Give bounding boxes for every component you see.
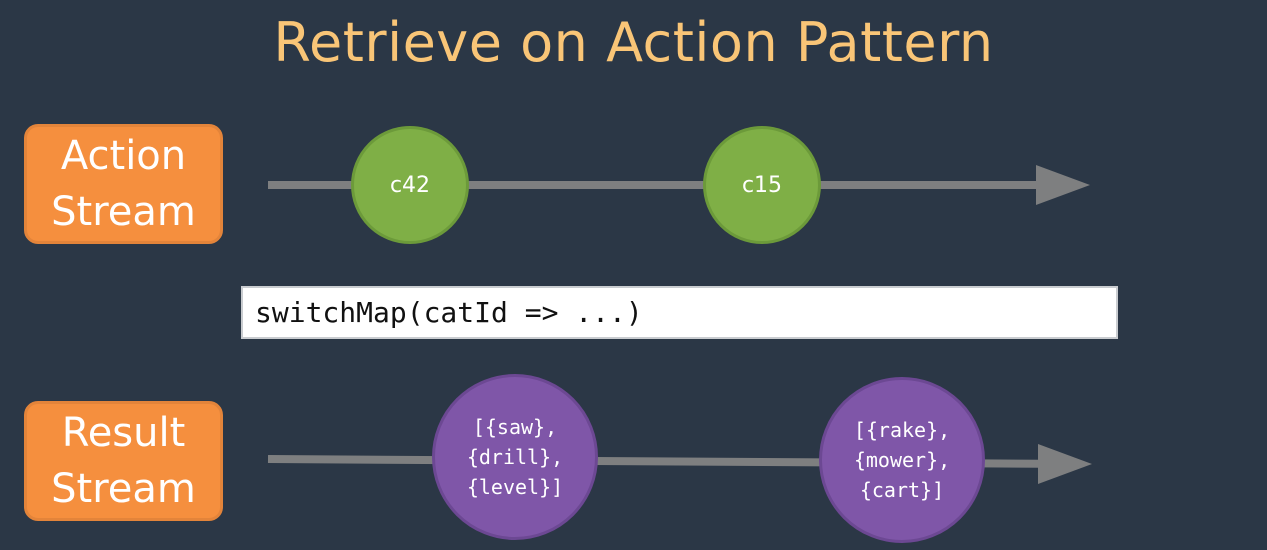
result-marble-line: {cart}] xyxy=(859,478,945,502)
result-marble-line: {drill}, xyxy=(466,445,564,469)
action-stream-label-line2: Stream xyxy=(51,189,196,235)
action-stream-label: Action Stream xyxy=(24,124,223,244)
result-marble-line: {level}] xyxy=(466,475,564,499)
action-marble-c15: c15 xyxy=(703,126,821,244)
action-marble-label: c15 xyxy=(741,172,783,198)
action-stream-label-line1: Action xyxy=(60,133,187,179)
action-marble-c42: c42 xyxy=(351,126,469,244)
result-stream-label-line2: Stream xyxy=(51,466,196,512)
result-marble-line: [{saw}, xyxy=(472,415,558,439)
result-marble-line: {mower}, xyxy=(853,448,951,472)
result-marble-tools: [{saw}, {drill}, {level}] xyxy=(432,374,598,540)
result-marble-garden: [{rake}, {mower}, {cart}] xyxy=(819,377,985,543)
action-marble-label: c42 xyxy=(389,172,431,198)
result-stream-label-line1: Result xyxy=(61,410,186,456)
slide-title: Retrieve on Action Pattern xyxy=(273,11,994,74)
result-stream-label: Result Stream xyxy=(24,401,223,521)
result-marble-line: [{rake}, xyxy=(853,418,951,442)
result-stream-arrowhead-icon xyxy=(1038,444,1092,484)
action-stream-arrowhead-icon xyxy=(1036,165,1090,205)
action-stream-timeline xyxy=(268,181,1040,189)
switchmap-operator-box: switchMap(catId => ...) xyxy=(241,286,1118,339)
